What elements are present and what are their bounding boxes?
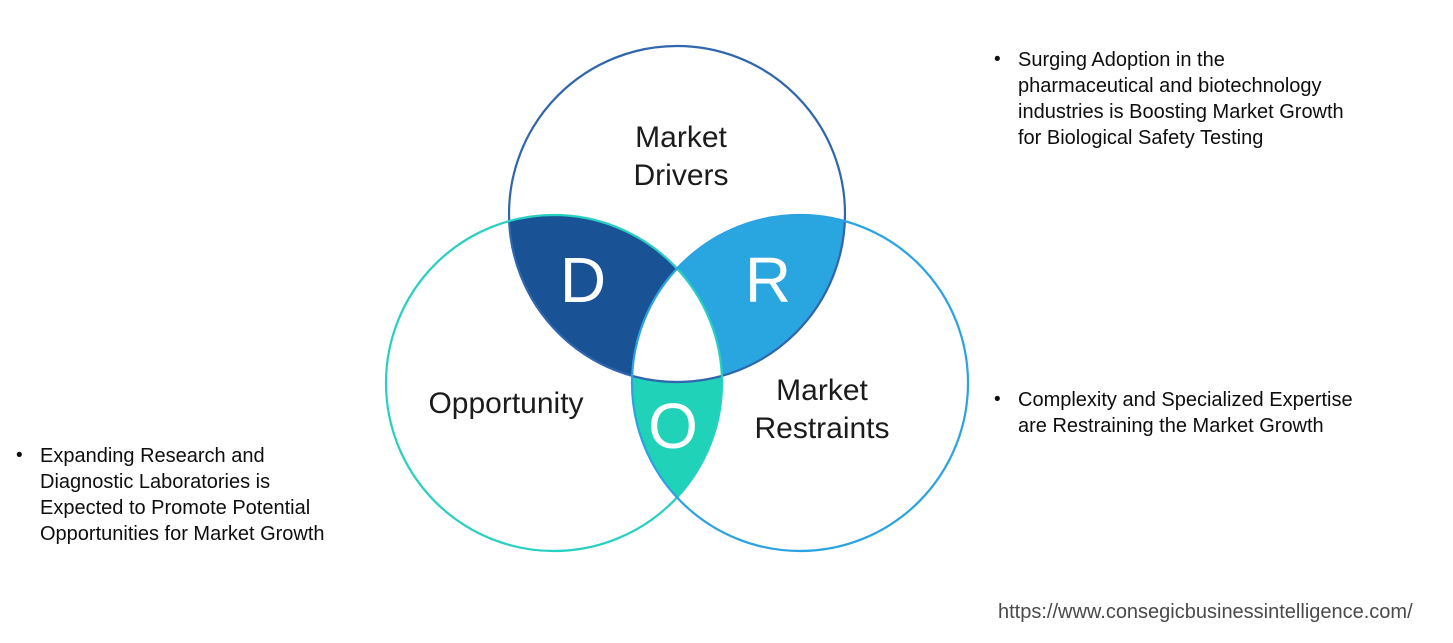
source-url[interactable]: https://www.consegicbusinessintelligence… [998,601,1413,623]
opportunity-annotation: • Expanding Research and Diagnostic Labo… [16,443,416,547]
drivers-circle-outline [507,44,847,384]
market-drivers-label: Market Drivers [633,121,729,192]
bullet-icon: • [994,389,1001,410]
restraints-circle-outline [630,213,970,553]
opportunity-annotation-text: Expanding Research and Diagnostic Labora… [40,445,325,545]
drivers-restraints-overlap [632,215,845,382]
restraints-annotation: • Complexity and Specialized Expertise a… [994,387,1434,439]
letter-d: D [560,244,606,316]
bullet-icon: • [994,49,1001,70]
market-restraints-label: Market Restraints [754,374,890,445]
drivers-annotation-text: Surging Adoption in the pharmaceutical a… [1018,49,1344,149]
drivers-annotation: • Surging Adoption in the pharmaceutical… [994,47,1430,151]
opportunity-label: Opportunity [428,387,584,420]
restraints-annotation-text: Complexity and Specialized Expertise are… [1018,389,1353,437]
letter-r: R [745,244,791,316]
opportunity-circle-outline [384,213,724,553]
letter-o: O [648,390,698,462]
drivers-opportunity-overlap [509,215,722,382]
bullet-icon: • [16,445,23,466]
